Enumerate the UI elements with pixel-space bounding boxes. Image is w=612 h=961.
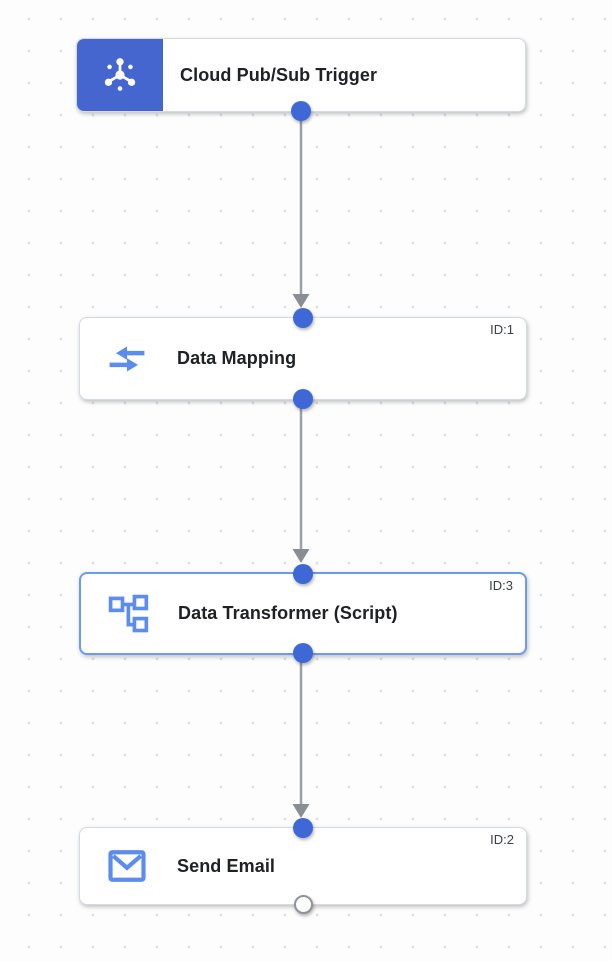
edge-datamapping-to-transformer[interactable]	[292, 400, 310, 563]
input-port[interactable]	[293, 564, 313, 584]
arrowhead-icon	[292, 294, 310, 308]
node-cloud-pubsub-trigger[interactable]: Cloud Pub/Sub Trigger	[76, 38, 526, 121]
node-data-transformer[interactable]: ID:3 Data Transformer (Script)	[79, 564, 527, 663]
arrowhead-icon	[292, 549, 310, 563]
node-id-badge: ID:1	[490, 322, 514, 337]
output-port[interactable]	[291, 101, 311, 121]
output-port-open[interactable]	[293, 894, 313, 914]
pubsub-trigger-icon	[104, 58, 136, 91]
input-port[interactable]	[293, 308, 313, 328]
node-send-email[interactable]: ID:2 Send Email	[79, 818, 527, 914]
edge-trigger-to-datamapping[interactable]	[292, 112, 310, 308]
edge-transformer-to-sendemail[interactable]	[292, 655, 310, 818]
output-port[interactable]	[293, 643, 313, 663]
input-port[interactable]	[293, 818, 313, 838]
output-port[interactable]	[293, 389, 313, 409]
node-title: Data Transformer (Script)	[178, 603, 398, 623]
node-id-badge: ID:3	[489, 578, 513, 593]
node-title: Send Email	[177, 855, 276, 876]
node-data-mapping[interactable]: ID:1 Data Mapping	[79, 308, 527, 409]
node-id-badge: ID:2	[490, 832, 514, 847]
data-mapping-icon	[105, 337, 149, 381]
arrowhead-icon	[292, 804, 310, 818]
send-email-icon	[105, 844, 149, 888]
trigger-icon-badge	[77, 39, 163, 111]
data-transformer-icon	[106, 592, 150, 636]
node-title: Data Mapping	[177, 348, 297, 368]
node-title: Cloud Pub/Sub Trigger	[180, 64, 378, 85]
